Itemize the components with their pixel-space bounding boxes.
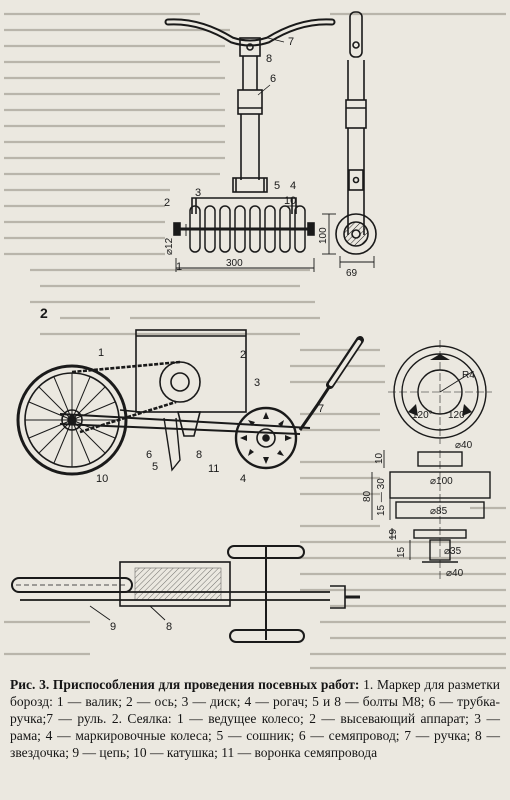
dim-120b: 120° bbox=[448, 410, 469, 421]
marker-front-view bbox=[164, 18, 336, 272]
callout-s9: 9 bbox=[110, 621, 116, 633]
callout-8: 8 bbox=[266, 53, 272, 65]
callout-s7: 7 bbox=[318, 403, 324, 415]
dim-10: 10 bbox=[374, 452, 385, 464]
callout-1: 1 bbox=[176, 261, 182, 273]
callout-s8-top: 8 bbox=[166, 621, 172, 633]
dim-15: 15 bbox=[396, 546, 407, 558]
callout-7: 7 bbox=[288, 36, 294, 48]
dim-19: 19 bbox=[388, 528, 399, 540]
background-text-lines bbox=[4, 12, 506, 670]
caption-title: Рис. 3. Приспособления для проведения по… bbox=[10, 677, 360, 692]
callout-s5: 5 bbox=[152, 461, 158, 473]
figure-caption: Рис. 3. Приспособления для проведения по… bbox=[10, 676, 500, 761]
dim-d85: ⌀85 bbox=[430, 506, 448, 517]
reel-detail-labels: 120° 120° R4 bbox=[412, 370, 475, 421]
callout-6: 6 bbox=[270, 73, 276, 85]
seeder-top-labels: 9 8 bbox=[110, 621, 172, 633]
caption-body: 1. Маркер для разметки борозд: 1 — валик… bbox=[10, 677, 500, 760]
reel-detail bbox=[388, 340, 492, 444]
reel-section-labels: ⌀40 ⌀100 ⌀85 ⌀35 ⌀40 10 80 15 — 30 19 15 bbox=[362, 440, 473, 579]
callout-s8: 8 bbox=[196, 449, 202, 461]
dim-300: 300 bbox=[226, 258, 243, 269]
dim-80: 80 bbox=[362, 490, 373, 502]
dim-d100: ⌀100 bbox=[430, 476, 453, 487]
dim-r4: R4 bbox=[462, 370, 475, 381]
callout-s11: 11 bbox=[208, 463, 219, 475]
callout-4: 4 bbox=[290, 180, 296, 192]
marker-side-view bbox=[322, 11, 377, 268]
callout-10: 10 bbox=[284, 195, 296, 207]
dim-120a: 120° bbox=[412, 410, 433, 421]
dim-d40-bottom: ⌀40 bbox=[446, 568, 464, 579]
callout-2: 2 bbox=[164, 197, 170, 209]
dim-d40-top: ⌀40 bbox=[455, 440, 473, 451]
callout-s10: 10 bbox=[96, 473, 108, 485]
callout-5: 5 bbox=[274, 180, 280, 192]
reel-section bbox=[371, 450, 491, 580]
callout-s6: 6 bbox=[146, 449, 152, 461]
marker-labels: 7 8 6 3 5 4 2 10 1 ⌀12 300 100 69 bbox=[164, 36, 358, 279]
seeder-top-view bbox=[11, 545, 360, 643]
dim-d12: ⌀12 bbox=[164, 237, 175, 255]
seeder-side-labels: 1 2 3 4 5 6 7 8 10 11 bbox=[96, 347, 324, 485]
technical-drawing: 7 8 6 3 5 4 2 10 1 ⌀12 300 100 69 2 bbox=[4, 11, 506, 670]
callout-s1: 1 bbox=[98, 347, 104, 359]
dim-100: 100 bbox=[318, 227, 329, 244]
callout-3: 3 bbox=[195, 187, 201, 199]
dim-69: 69 bbox=[346, 268, 358, 279]
dim-15-30: 15 — 30 bbox=[376, 478, 387, 516]
callout-s3: 3 bbox=[254, 377, 260, 389]
dim-d35: ⌀35 bbox=[444, 546, 462, 557]
callout-s2: 2 bbox=[240, 349, 246, 361]
section-number-2: 2 bbox=[40, 305, 48, 321]
callout-s4: 4 bbox=[240, 473, 246, 485]
seeder-side-view bbox=[16, 329, 364, 476]
